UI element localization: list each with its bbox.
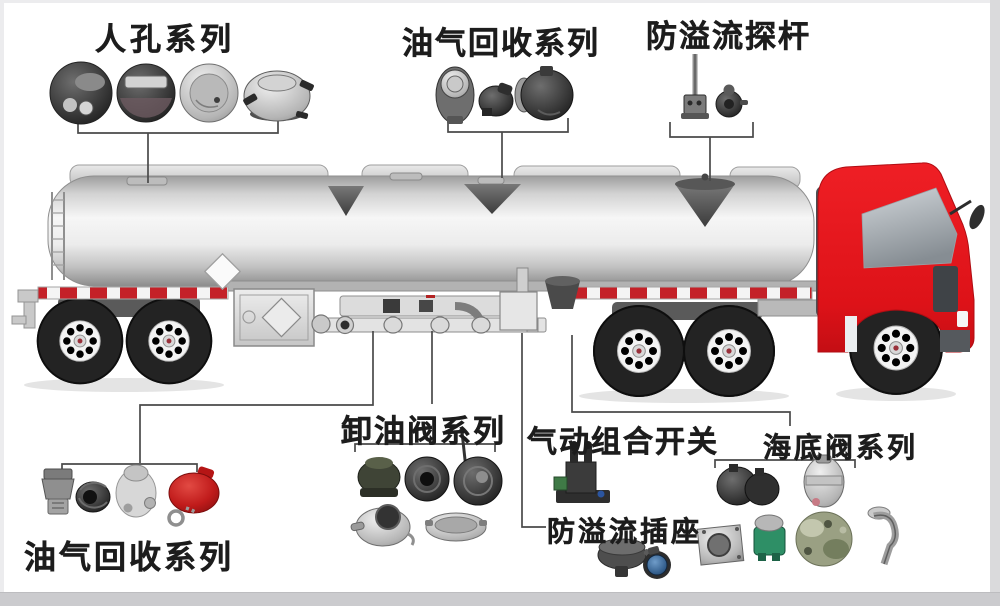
manhole-part-1 — [49, 61, 113, 125]
cab-step-stripe — [845, 316, 857, 352]
wheel-middle-2 — [682, 304, 776, 398]
tank-funnel-cones — [328, 173, 735, 227]
connector-socket — [521, 333, 546, 528]
pneumatic-switch-part — [553, 441, 610, 503]
vapor-top-part-3 — [514, 66, 574, 121]
bottom-valve-part-1 — [716, 464, 780, 506]
frame-edge-right — [990, 0, 1000, 593]
cab-windshield — [861, 187, 958, 269]
label-unloading-valve-series: 卸油阀系列 — [341, 414, 506, 451]
probe-part-1 — [681, 54, 709, 119]
rear-ladder — [51, 192, 65, 280]
manhole-part-3 — [179, 63, 239, 123]
connector-vapor-bottom — [61, 331, 374, 472]
bottom-valve-part-6 — [867, 506, 899, 566]
label-vapor-recovery-series-top: 油气回收系列 — [402, 26, 600, 63]
vapor-recovery-bottom-parts — [41, 464, 220, 527]
wheel-rear-1 — [35, 296, 125, 386]
truck-cab — [816, 162, 985, 396]
manhole-part-2 — [116, 63, 176, 123]
label-overflow-probe-rod: 防溢流探杆 — [646, 19, 811, 56]
tank-trailer — [11, 164, 871, 398]
equipment-cabinet — [233, 288, 315, 347]
vapor-top-part-1 — [435, 66, 475, 124]
frame-edge-left — [0, 3, 4, 593]
vapor-bottom-part-3 — [115, 464, 157, 518]
bottom-valve-part-5 — [795, 511, 853, 567]
vapor-bottom-part-2 — [75, 481, 111, 513]
cab-marker — [957, 311, 968, 327]
cab-door-panel — [933, 266, 958, 312]
side-mirror — [949, 199, 985, 230]
reflective-stripes — [37, 286, 813, 300]
emergency-valve-bucket — [545, 276, 580, 309]
bottom-valve-parts — [696, 454, 899, 567]
connector-vapor-top — [447, 118, 569, 178]
connector-bottom-valve — [571, 335, 856, 468]
label-bottom-valve-series: 海底阀系列 — [763, 431, 919, 465]
bottom-valve-part-4 — [753, 514, 786, 561]
connector-lines — [61, 118, 856, 528]
unloading-part-5 — [425, 512, 487, 542]
label-overflow-socket: 防溢流插座 — [547, 515, 703, 549]
socket-part-2 — [643, 545, 671, 579]
manhole-series-parts — [49, 61, 314, 125]
unloading-part-1 — [357, 457, 401, 497]
overflow-socket-parts — [597, 538, 671, 579]
unloading-part-2 — [404, 456, 450, 502]
frame-edge-top — [0, 0, 990, 3]
connector-unloading — [354, 331, 496, 452]
bottom-valve-part-2 — [803, 454, 845, 508]
label-vapor-recovery-series-bottom: 油气回收系列 — [24, 538, 235, 577]
manhole-part-4 — [243, 70, 314, 122]
vapor-bottom-part-4 — [167, 466, 220, 527]
wheel-middle-1 — [592, 304, 686, 398]
hazard-diamond-placard — [203, 252, 242, 291]
bottom-valve-part-3 — [696, 524, 745, 566]
rear-bumper — [11, 289, 39, 329]
vapor-top-part-2 — [478, 82, 514, 117]
unloading-valve-parts — [350, 428, 503, 547]
label-pneumatic-combo-switch: 气动组合开关 — [527, 425, 719, 461]
label-manhole-series: 人孔系列 — [95, 22, 235, 59]
frame-edge-bottom — [0, 592, 1000, 606]
unloading-part-3 — [453, 428, 503, 506]
vapor-bottom-part-1 — [41, 468, 75, 515]
under-truck-piping — [311, 267, 547, 335]
connector-probe — [669, 122, 754, 181]
connector-manhole — [77, 119, 279, 183]
wheel-rear-2 — [124, 296, 214, 386]
unloading-part-4 — [350, 504, 415, 547]
cab-front-skirt — [940, 330, 970, 352]
vapor-recovery-top-parts — [435, 66, 574, 124]
probe-part-2 — [715, 84, 748, 118]
overflow-probe-parts — [681, 54, 748, 119]
